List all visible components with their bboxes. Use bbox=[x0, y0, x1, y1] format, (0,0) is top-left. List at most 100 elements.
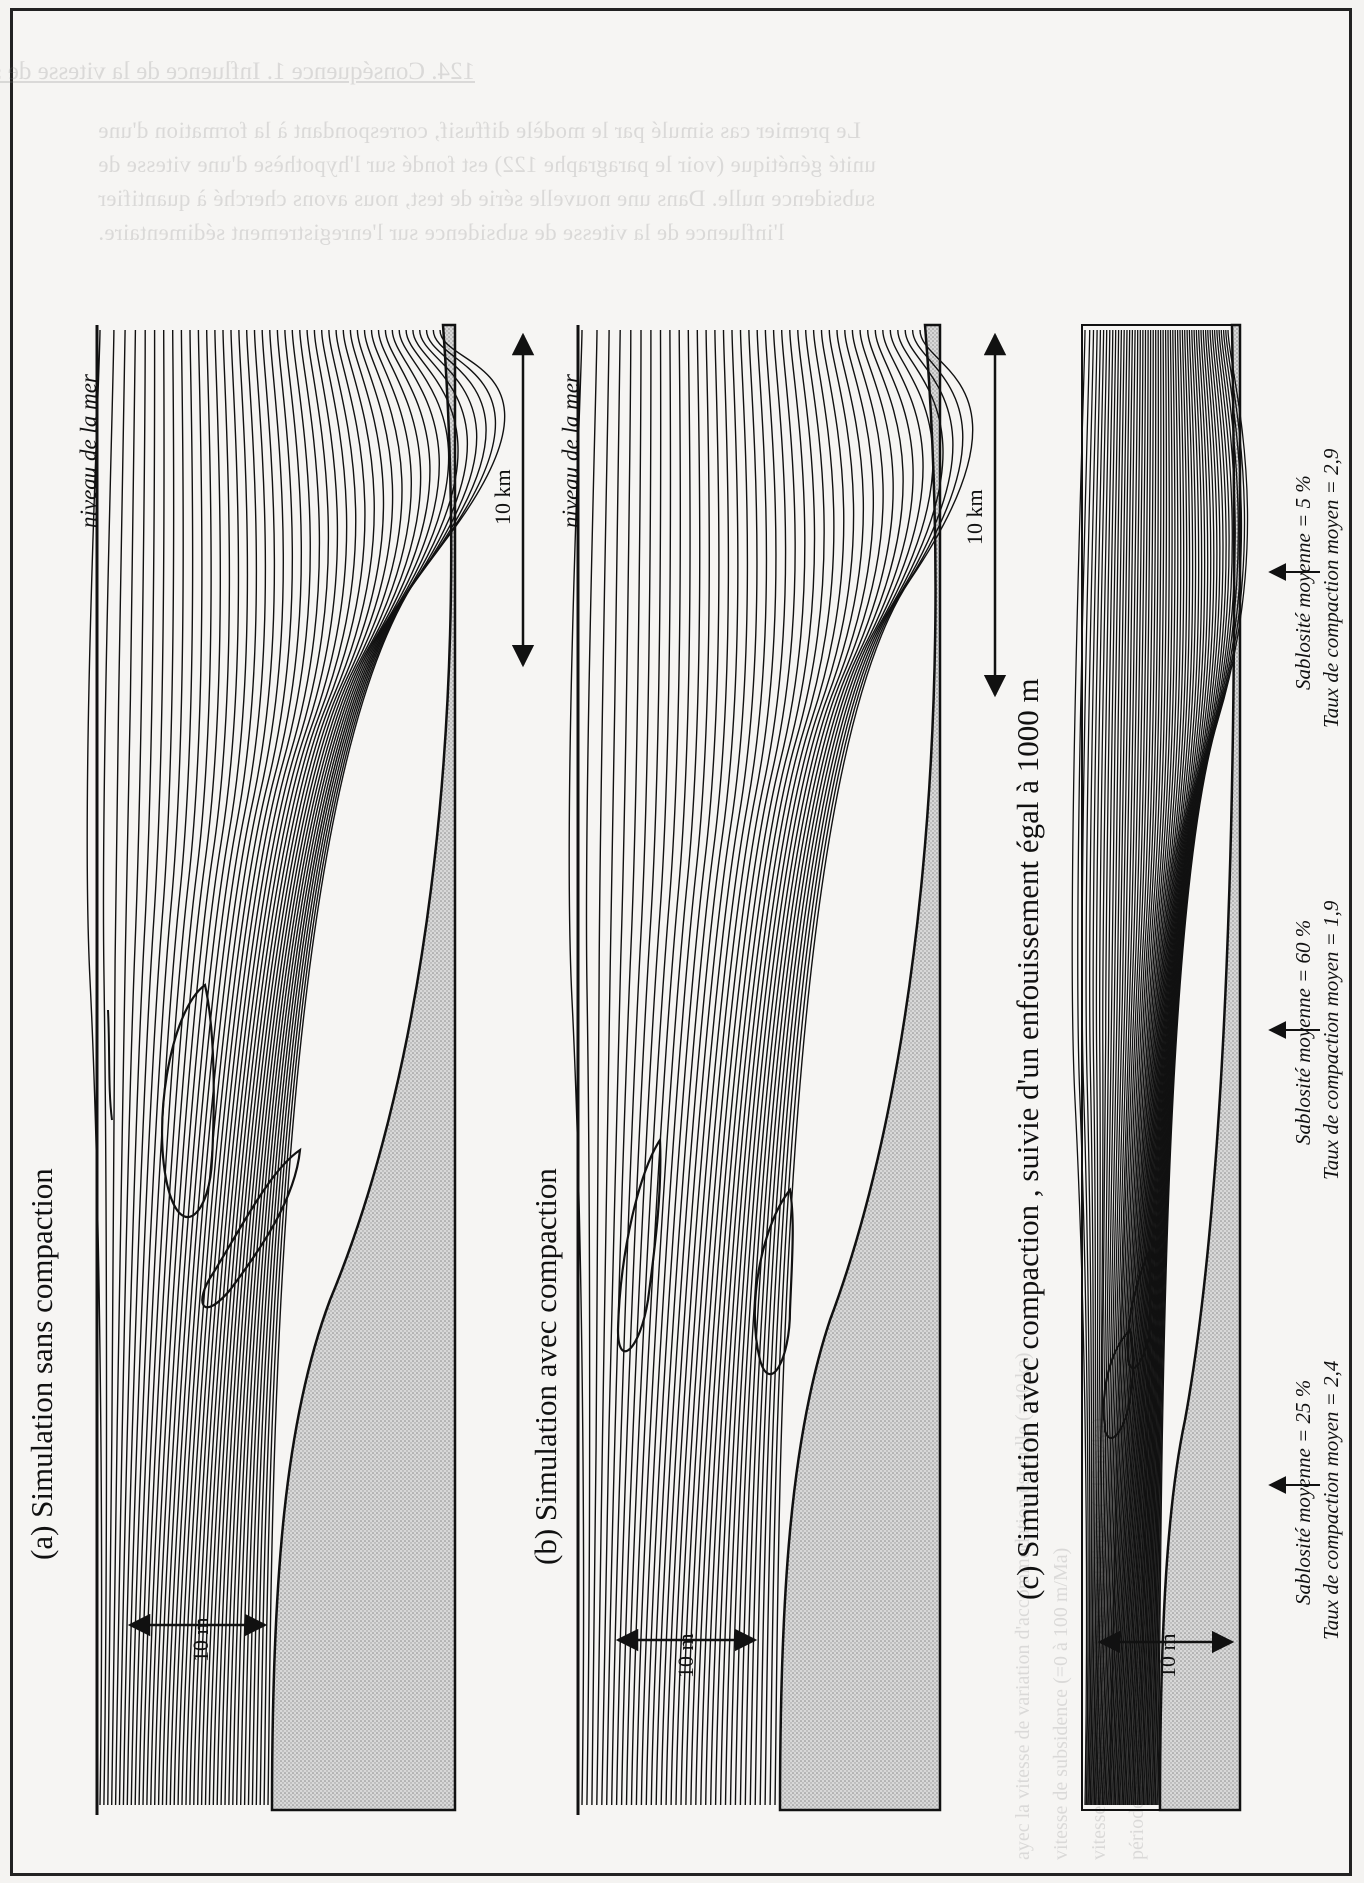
stratum-line bbox=[1124, 329, 1173, 1806]
stratum-line bbox=[1128, 329, 1182, 1806]
stratum-line bbox=[181, 329, 302, 1806]
stratum-line bbox=[764, 329, 954, 1806]
stratum-line bbox=[1098, 329, 1123, 1806]
stratum-line bbox=[1133, 329, 1194, 1806]
stratum-line bbox=[1132, 329, 1191, 1806]
stratum-line bbox=[1093, 329, 1111, 1806]
stratum-line bbox=[1141, 329, 1212, 1806]
stratum-line bbox=[1144, 329, 1218, 1806]
lobe-a2 bbox=[201, 1147, 302, 1309]
stratum-line bbox=[1104, 329, 1134, 1806]
stratum-line bbox=[1148, 329, 1227, 1806]
stratum-line bbox=[118, 329, 156, 1806]
stratum-line bbox=[759, 329, 944, 1806]
stratum-line bbox=[111, 329, 137, 1806]
scale-10km-label-b: 10 km bbox=[962, 489, 987, 545]
stratum-line bbox=[670, 329, 768, 1806]
stratum-line bbox=[615, 329, 662, 1806]
strata-lines-c bbox=[1071, 329, 1249, 1806]
stratum-line bbox=[1137, 329, 1203, 1806]
stratum-line bbox=[1092, 329, 1108, 1806]
scale-10km-label-a: 10 km bbox=[490, 469, 515, 525]
stratum-line bbox=[1071, 329, 1088, 1806]
stratum-line bbox=[1096, 329, 1117, 1806]
stratum-line bbox=[114, 329, 146, 1806]
panel-c bbox=[1071, 323, 1249, 1812]
scale-10m-label-c: 10 m bbox=[1155, 1633, 1180, 1678]
stratum-line bbox=[212, 329, 375, 1806]
stratum-line bbox=[240, 329, 440, 1806]
stratum-line bbox=[204, 329, 357, 1806]
lobe-b2 bbox=[616, 1136, 662, 1353]
stratum-line bbox=[596, 329, 621, 1806]
stratum-line bbox=[620, 329, 672, 1806]
stratum-line bbox=[729, 329, 884, 1806]
stratum-line bbox=[591, 329, 610, 1806]
stratum-line bbox=[165, 329, 267, 1806]
stratum-line bbox=[177, 329, 293, 1806]
stratum-line bbox=[236, 329, 431, 1806]
panel-a-title: (a) Simulation sans compaction bbox=[24, 1168, 59, 1560]
lobe-b1 bbox=[753, 1187, 794, 1376]
sea-level-label-a: niveau de la mer bbox=[76, 373, 101, 528]
stratum-line bbox=[744, 329, 914, 1806]
annotation-2-line2: Taux de compaction moyen = 1,9 bbox=[1319, 900, 1343, 1180]
stratum-line bbox=[1136, 329, 1200, 1806]
stratum-line bbox=[1097, 329, 1120, 1806]
stratum-line bbox=[611, 329, 652, 1806]
stratum-line bbox=[1138, 329, 1206, 1806]
stratum-line bbox=[749, 329, 924, 1806]
stratum-line bbox=[267, 329, 506, 1806]
onlap-a bbox=[107, 1009, 113, 1121]
stratum-line bbox=[86, 329, 103, 1806]
stratum-line bbox=[685, 329, 796, 1806]
stratum-line bbox=[724, 329, 874, 1806]
stratum-line bbox=[263, 329, 497, 1806]
stratum-line bbox=[232, 329, 422, 1806]
stratum-line bbox=[774, 329, 974, 1806]
stratum-line bbox=[1145, 329, 1221, 1806]
stratum-line bbox=[1089, 329, 1102, 1806]
stratum-line bbox=[154, 329, 240, 1806]
stratum-line bbox=[1152, 329, 1236, 1806]
stratum-line bbox=[193, 329, 330, 1806]
stratum-line bbox=[650, 329, 730, 1806]
scale-10m-label-a: 10 m bbox=[188, 1617, 213, 1662]
stratum-line bbox=[585, 329, 598, 1806]
basement-a bbox=[270, 323, 457, 1812]
stratum-line bbox=[601, 329, 632, 1806]
stratum-line bbox=[251, 329, 468, 1806]
stratum-line bbox=[1142, 329, 1215, 1806]
annotation-1-line2: Taux de compaction moyen = 2,4 bbox=[1319, 1360, 1343, 1640]
stratum-line bbox=[739, 329, 904, 1806]
stratum-line bbox=[1100, 329, 1125, 1806]
stratum-line bbox=[157, 329, 249, 1806]
stratum-line bbox=[675, 329, 777, 1806]
stratum-line bbox=[1105, 329, 1136, 1806]
stratum-line bbox=[224, 329, 403, 1806]
stratum-line bbox=[169, 329, 276, 1806]
stratum-line bbox=[1146, 329, 1224, 1806]
stratum-line bbox=[1122, 329, 1170, 1806]
basement-b bbox=[778, 323, 942, 1812]
stratum-line bbox=[102, 329, 115, 1806]
stratum-line bbox=[660, 329, 749, 1806]
panel-c-title: (c) Simulation avec compaction , suivie … bbox=[1010, 678, 1045, 1600]
panel-b bbox=[568, 323, 974, 1815]
stratum-line bbox=[228, 329, 412, 1806]
stratum-line bbox=[635, 329, 701, 1806]
stratum-line bbox=[1140, 329, 1209, 1806]
stratum-line bbox=[695, 329, 816, 1806]
stratum-line bbox=[719, 329, 865, 1806]
stratum-line bbox=[1129, 329, 1185, 1806]
annotation-3-line1: Sablosité moyenne = 5 % bbox=[1291, 475, 1315, 690]
stratum-line bbox=[197, 329, 339, 1806]
stratum-line bbox=[630, 329, 691, 1806]
stratum-line bbox=[216, 329, 385, 1806]
stratum-line bbox=[625, 329, 682, 1806]
stratum-line bbox=[568, 329, 585, 1806]
stratum-line bbox=[606, 329, 642, 1806]
stratum-line bbox=[1149, 329, 1230, 1806]
stratum-line bbox=[1116, 329, 1157, 1806]
